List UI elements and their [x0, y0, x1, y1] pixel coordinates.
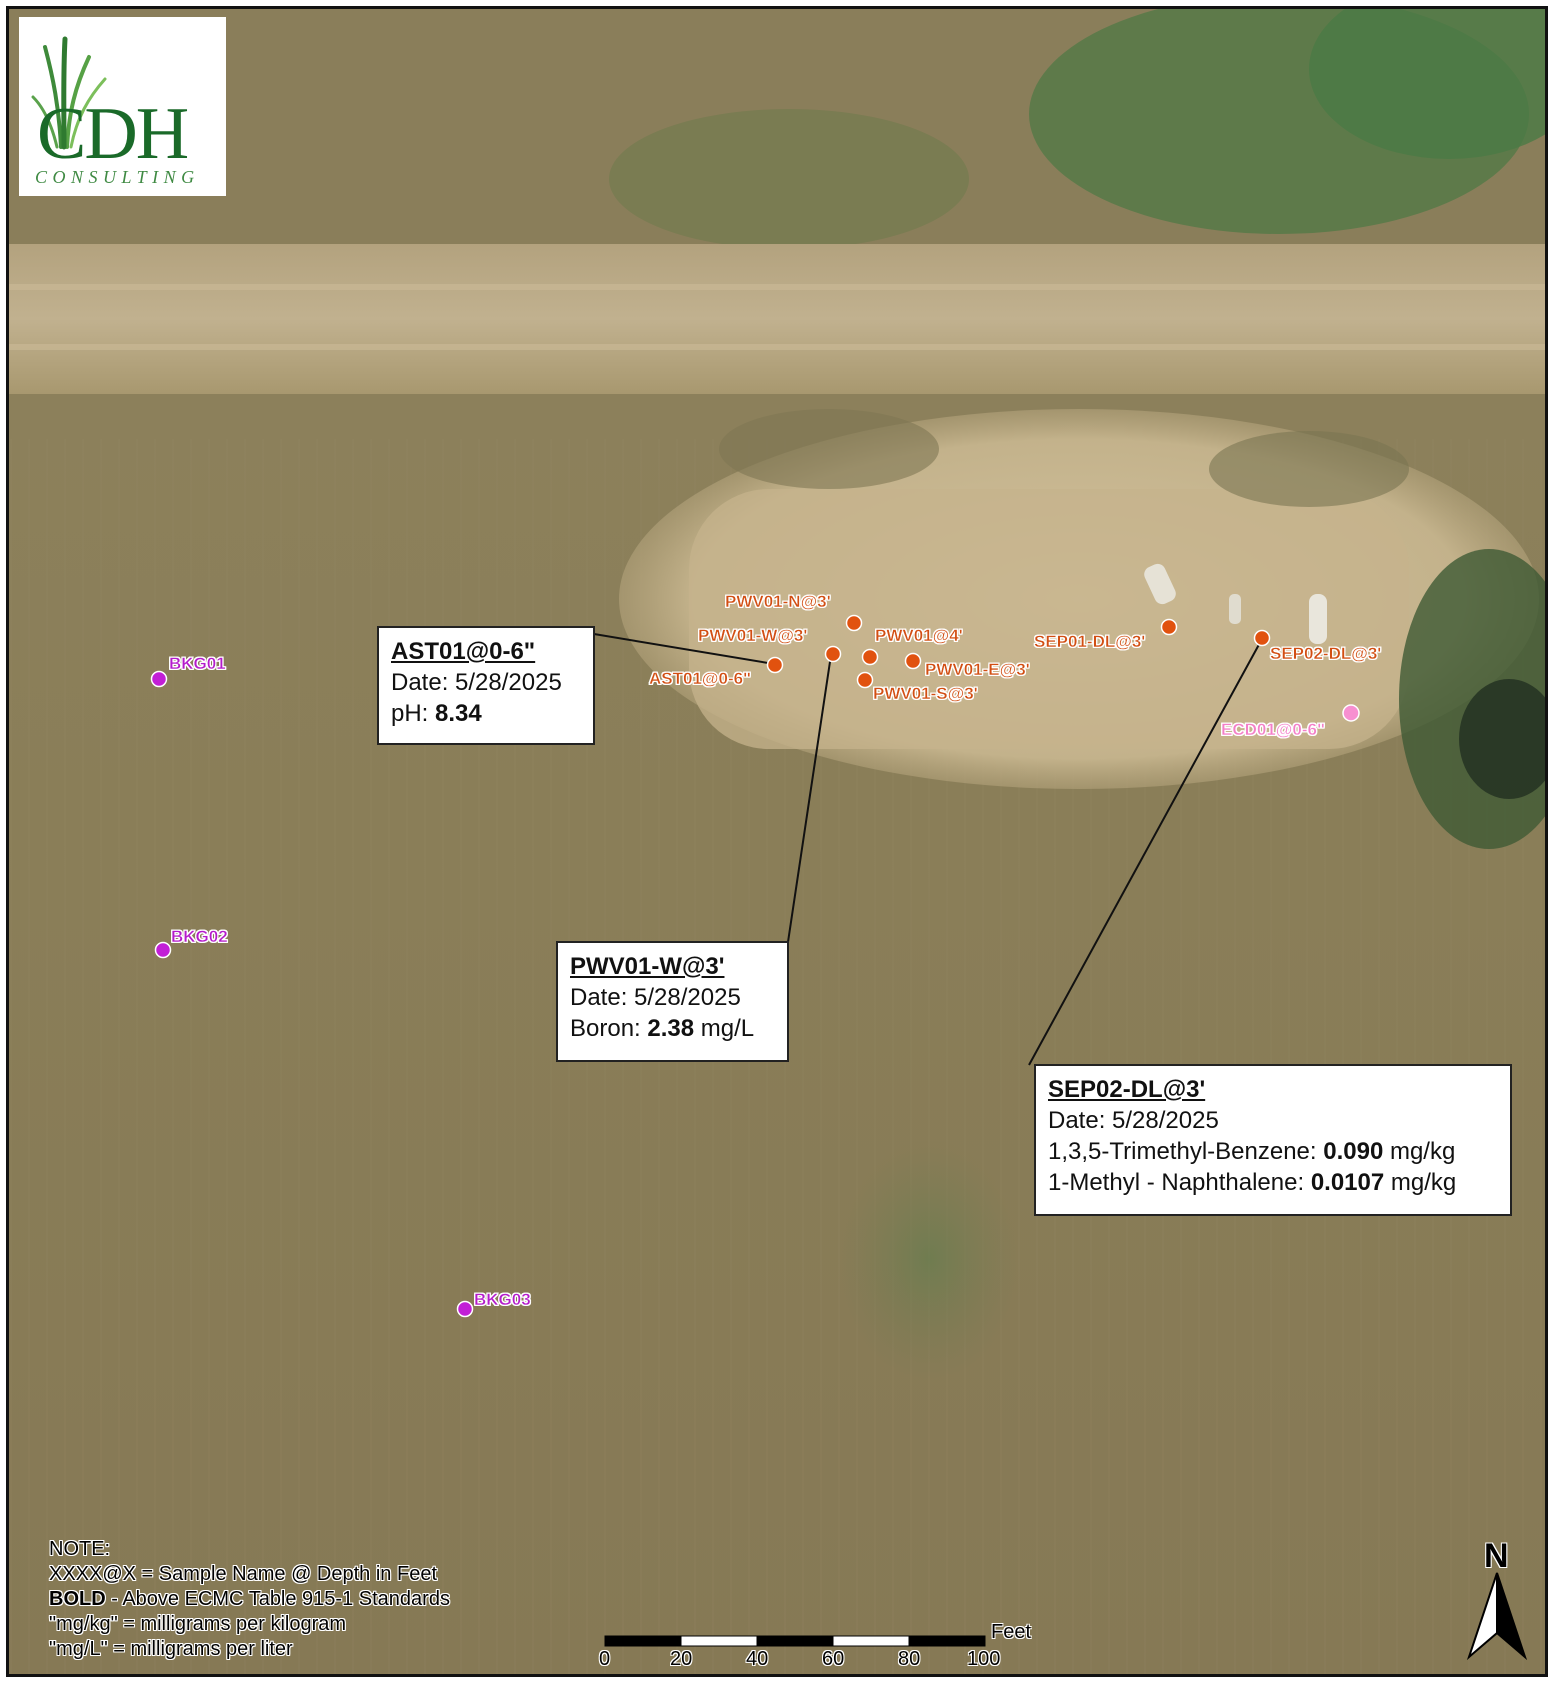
callout-sep02-result-row-2: 1-Methyl - Naphthalene: 0.0107 mg/kg [1048, 1167, 1498, 1198]
scale-tick-60: 60 [822, 1648, 845, 1670]
notes-line-1: XXXX@X = Sample Name @ Depth in Feet [49, 1563, 437, 1585]
north-label: N [1484, 1537, 1509, 1575]
callout-ast01-title: AST01@0-6" [391, 638, 536, 665]
label-ecd01: ECD01@0-6" [1221, 720, 1326, 739]
scale-tick-20: 20 [670, 1648, 693, 1670]
callout-ast01-date-label: Date: [391, 669, 456, 696]
label-sep02: SEP02-DL@3' [1270, 644, 1382, 663]
callout-sep02-param2: 1-Methyl - Naphthalene: [1048, 1169, 1311, 1196]
callout-ast01-date: 5/28/2025 [455, 669, 562, 696]
label-bkg03: BKG03 [474, 1290, 531, 1309]
notes-line-2: BOLD - Above ECMC Table 915-1 Standards [49, 1587, 450, 1612]
scale-unit: Feet [991, 1621, 1032, 1643]
notes-line-3: "mg/kg" = milligrams per kilogram [49, 1613, 347, 1635]
callout-sep02: SEP02-DL@3' Date: 5/28/2025 1,3,5-Trimet… [1034, 1064, 1512, 1216]
callout-sep02-value2: 0.0107 [1310, 1169, 1385, 1196]
callout-sep02-unit2: mg/kg [1384, 1169, 1457, 1196]
callout-ast01-value: 8.34 [435, 700, 482, 727]
callout-pwv01w: PWV01-W@3' Date: 5/28/2025 Boron: 2.38 m… [556, 941, 789, 1062]
callout-ast01-result-row: pH: 8.34 [391, 698, 581, 729]
callout-sep02-title: SEP02-DL@3' [1048, 1076, 1206, 1103]
scale-tick-100: 100 [967, 1648, 1001, 1670]
callout-sep02-date: 5/28/2025 [1112, 1107, 1219, 1134]
callout-ast01: AST01@0-6" Date: 5/28/2025 pH: 8.34 [377, 626, 595, 745]
callout-sep02-result-row-1: 1,3,5-Trimethyl-Benzene: 0.090 mg/kg [1048, 1136, 1498, 1167]
label-pwv01-e: PWV01-E@3' [925, 660, 1030, 679]
label-sep01: SEP01-DL@3' [1034, 632, 1146, 651]
callout-sep02-unit1: mg/kg [1383, 1138, 1456, 1165]
callout-pwv01w-value: 2.38 [647, 1015, 695, 1042]
callout-pwv01w-unit: mg/L [694, 1015, 755, 1042]
notes-bold-word: BOLD [49, 1588, 106, 1610]
scale-tick-0: 0 [599, 1648, 611, 1670]
callout-pwv01w-date-label: Date: [570, 984, 635, 1011]
logo-subtitle: CONSULTING [35, 167, 200, 187]
notes-heading: NOTE: [49, 1538, 111, 1560]
aerial-imagery [9, 9, 1545, 1674]
notes-line-4: "mg/L" = milligrams per liter [49, 1638, 293, 1660]
label-pwv01-w: PWV01-W@3' [698, 626, 808, 645]
label-pwv01-n: PWV01-N@3' [725, 592, 831, 611]
scale-tick-80: 80 [898, 1648, 921, 1670]
company-logo: CDH CONSULTING [19, 17, 226, 196]
label-ast01: AST01@0-6" [649, 669, 752, 688]
callout-sep02-date-label: Date: [1048, 1107, 1113, 1134]
callout-sep02-date-row: Date: 5/28/2025 [1048, 1105, 1498, 1136]
callout-pwv01w-param: Boron: [570, 1015, 648, 1042]
callout-ast01-param: pH: [391, 700, 436, 727]
label-pwv01-s: PWV01-S@3' [873, 684, 978, 703]
callout-pwv01w-title: PWV01-W@3' [570, 953, 725, 980]
callout-ast01-date-row: Date: 5/28/2025 [391, 667, 581, 698]
callout-pwv01w-date-row: Date: 5/28/2025 [570, 982, 775, 1013]
logo-wordmark: CDH [37, 93, 189, 175]
scale-tick-40: 40 [746, 1648, 769, 1670]
callout-pwv01w-date: 5/28/2025 [634, 984, 741, 1011]
map-frame: PWV01-N@3' PWV01-W@3' AST01@0-6" PWV01@4… [6, 6, 1548, 1677]
grass-logo-icon [31, 36, 107, 150]
callout-sep02-param1: 1,3,5-Trimethyl-Benzene: [1048, 1138, 1324, 1165]
map-notes: NOTE: XXXX@X = Sample Name @ Depth in Fe… [49, 1537, 450, 1662]
callout-sep02-value1: 0.090 [1323, 1138, 1384, 1165]
label-bkg02: BKG02 [171, 927, 228, 946]
label-bkg01: BKG01 [169, 654, 226, 673]
label-pwv01-4: PWV01@4' [875, 626, 963, 645]
callout-pwv01w-result-row: Boron: 2.38 mg/L [570, 1013, 775, 1044]
notes-line-2-rest: - Above ECMC Table 915-1 Standards [105, 1588, 450, 1610]
